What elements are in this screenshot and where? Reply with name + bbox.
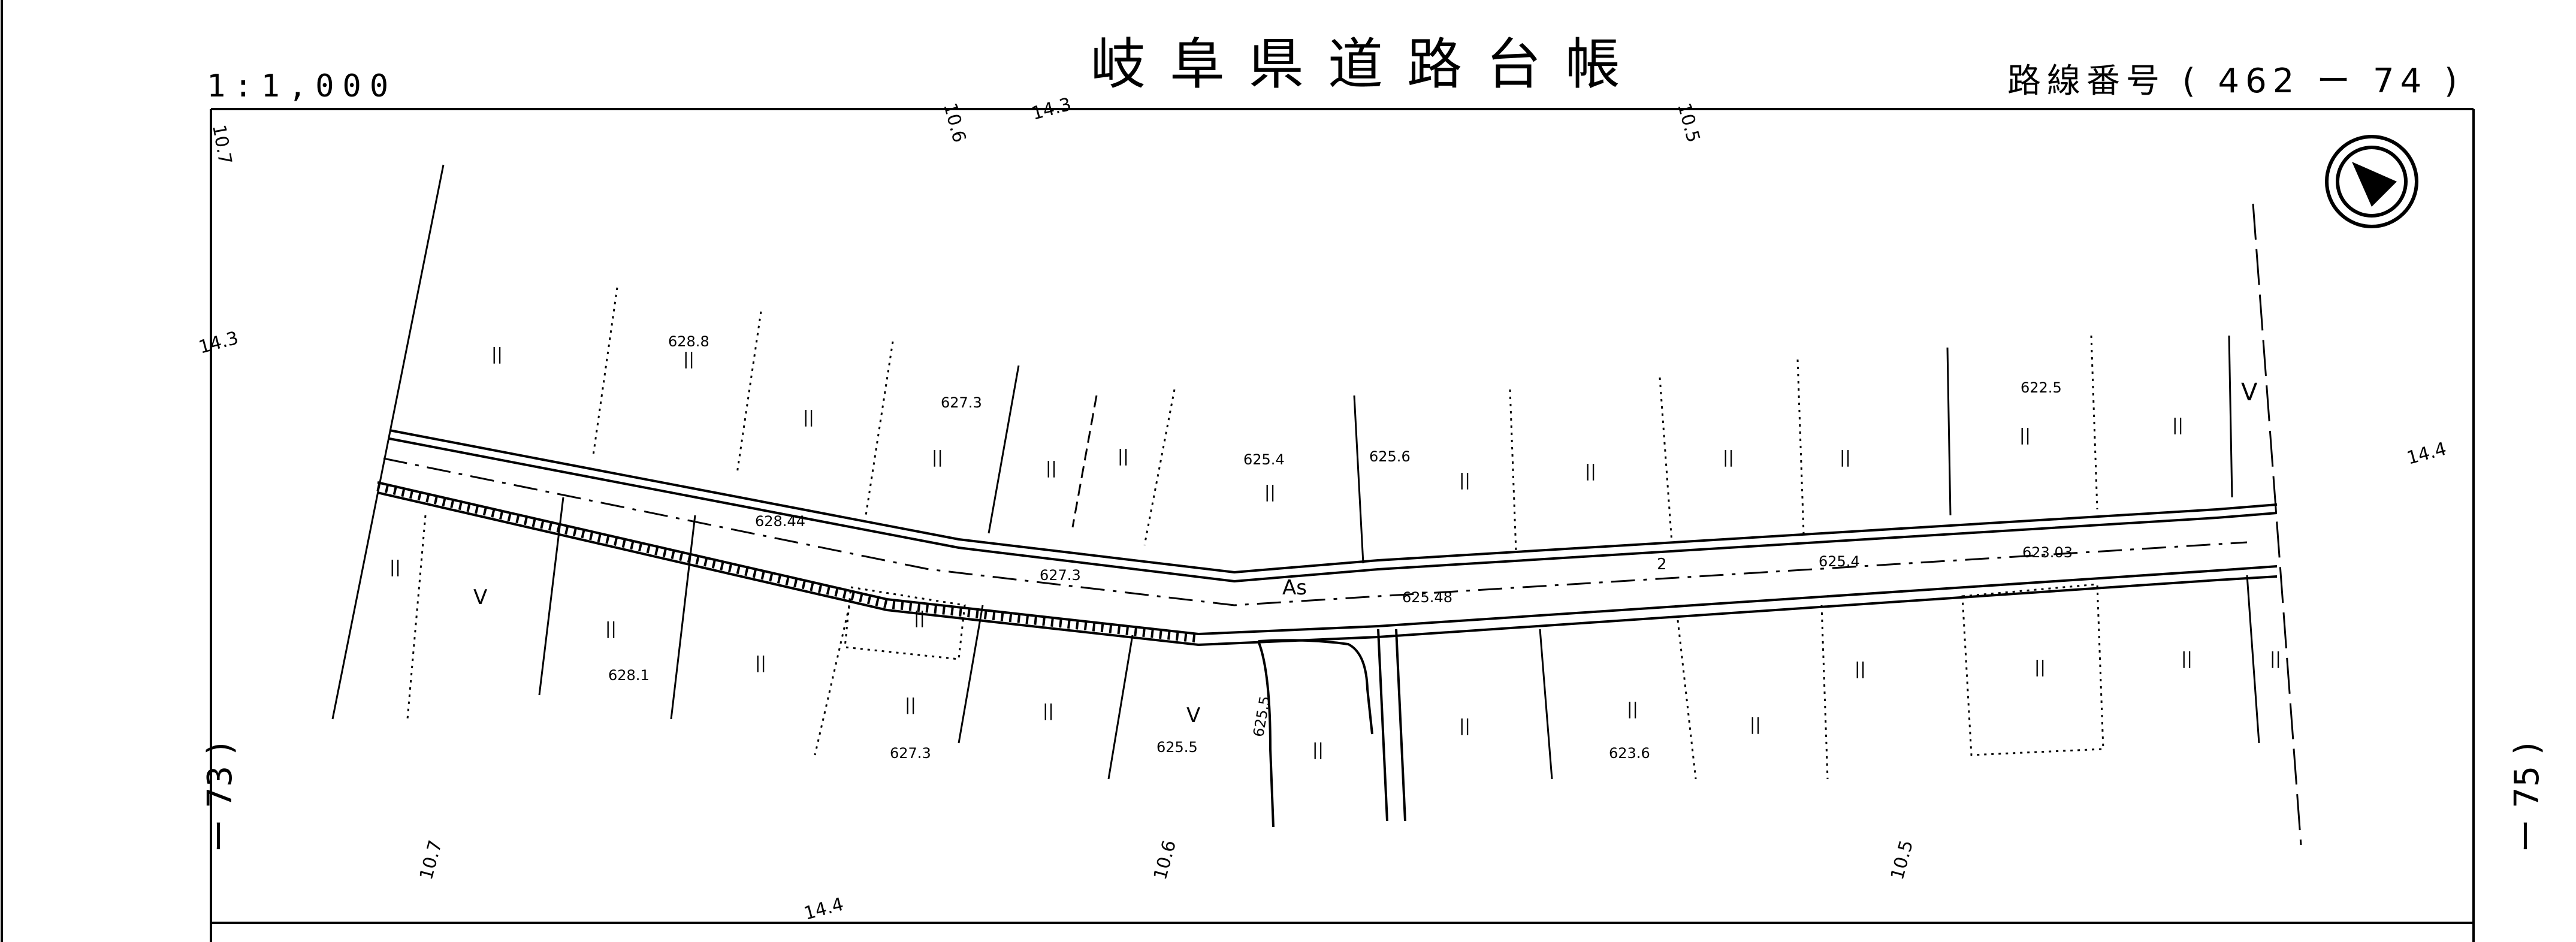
page-title: 岐阜県道路台帳 <box>1091 32 1645 96</box>
road-edge-lines <box>377 429 2278 647</box>
landuse-mark: || <box>905 695 916 714</box>
frame-tick-label: 14.3 <box>197 328 241 358</box>
route-number-label: 路線番号 <box>2007 62 2166 101</box>
landuse-mark: || <box>1118 446 1129 466</box>
frame-tick-label: 14.3 <box>1029 94 1074 125</box>
landuse-mark: V <box>1186 704 1200 727</box>
elevation-labels: 628.8 627.3 625.4 625.6 622.5 628.44 627… <box>608 333 2073 762</box>
guardrail <box>376 482 1199 643</box>
landuse-mark: || <box>1585 461 1596 481</box>
landuse-mark: || <box>1459 470 1470 490</box>
landuse-mark: || <box>755 653 766 672</box>
route-number: 路線番号 ( 462 ー 74 ) <box>2007 65 2463 98</box>
landuse-mark: || <box>2019 425 2031 445</box>
elevation-label: 625.4 <box>1819 553 1860 570</box>
landuse-mark: || <box>1264 482 1276 502</box>
landuse-mark: V <box>473 585 487 609</box>
elevation-label: 627.3 <box>941 394 982 411</box>
landuse-mark: || <box>932 447 943 467</box>
frame-tick-label: 10.6 <box>1150 838 1180 882</box>
landuse-mark: || <box>2172 415 2184 434</box>
landuse-mark: || <box>2270 648 2281 668</box>
elevation-label: 625.6 <box>1369 448 1411 465</box>
elevation-label: 623.6 <box>1609 745 1650 762</box>
landuse-mark: || <box>605 618 617 638</box>
route-number-value: ( 462 ー 74 ) <box>2182 62 2463 101</box>
road-width-label: 2 <box>1657 555 1667 573</box>
landuse-mark: || <box>491 344 503 364</box>
frame-tick-label: 10.5 <box>1673 101 1704 145</box>
elevation-label: 625.5 <box>1156 739 1198 756</box>
landuse-mark: || <box>2034 657 2046 677</box>
side-road <box>1257 629 1406 828</box>
frame-tick-labels: 10.7 10.6 14.3 10.5 14.3 14.4 10.7 14.4 … <box>197 94 2449 925</box>
landuse-mark: || <box>1312 739 1324 759</box>
landuse-mark: || <box>1840 447 1851 467</box>
elevation-label: 622.5 <box>2021 379 2062 396</box>
elevation-label: 627.3 <box>1040 567 1081 584</box>
landuse-mark: || <box>1723 447 1734 467</box>
frame-tick-label: 14.4 <box>802 894 846 925</box>
elevation-label: 628.8 <box>668 333 709 350</box>
frame-tick-label: 10.7 <box>416 838 446 882</box>
landuse-marks: || || || || || || || || || || || || || |… <box>389 344 2281 759</box>
road-centerline <box>383 457 2248 606</box>
landuse-mark: || <box>1750 714 1761 734</box>
frame-tick-label: 10.5 <box>1887 838 1917 882</box>
frame-tick-label: 10.6 <box>939 101 970 145</box>
parcel-boundaries <box>331 164 2302 846</box>
elevation-label: 625.4 <box>1243 451 1285 468</box>
elevation-label: 628.44 <box>755 513 805 530</box>
north-arrow-icon <box>2325 135 2418 228</box>
landuse-mark: || <box>1855 659 1866 678</box>
landuse-mark: || <box>389 557 401 576</box>
frame-tick-label: 14.4 <box>2405 439 2449 469</box>
elevation-label: 623.03 <box>2022 544 2073 561</box>
map-scale: 1:1,000 <box>207 68 397 104</box>
landuse-mark: || <box>683 349 694 369</box>
landuse-mark: || <box>1459 715 1470 735</box>
elevation-label: 625.48 <box>1402 589 1452 606</box>
landuse-mark: || <box>914 608 925 627</box>
landuse-mark: || <box>803 407 814 427</box>
elevation-label: 627.3 <box>890 745 931 762</box>
landuse-mark: V <box>2241 379 2258 406</box>
landuse-mark: || <box>1043 701 1054 720</box>
landuse-mark: || <box>2181 648 2193 668</box>
landuse-mark: || <box>1046 458 1057 478</box>
landuse-mark: || <box>1627 699 1638 718</box>
road-surface-label: As <box>1282 576 1307 600</box>
frame-tick-label: 10.7 <box>208 123 235 166</box>
elevation-label: 628.1 <box>608 667 650 684</box>
